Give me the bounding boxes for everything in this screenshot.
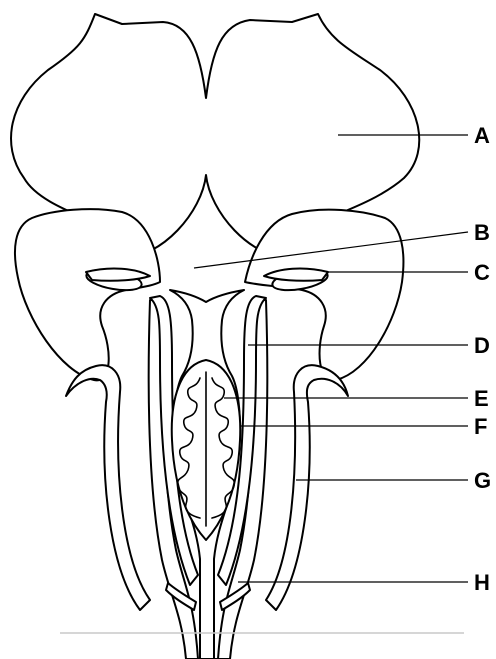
label-G: G xyxy=(474,468,491,493)
label-B: B xyxy=(474,220,490,245)
label-C: C xyxy=(474,260,490,285)
left-lower-petal xyxy=(15,209,160,380)
label-D: D xyxy=(474,333,490,358)
left-sepal xyxy=(66,365,150,610)
label-F: F xyxy=(474,414,487,439)
label-A: A xyxy=(474,123,490,148)
right-sepal xyxy=(266,365,348,610)
label-E: E xyxy=(474,386,489,411)
label-H: H xyxy=(474,570,490,595)
right-lower-petal xyxy=(245,210,403,381)
